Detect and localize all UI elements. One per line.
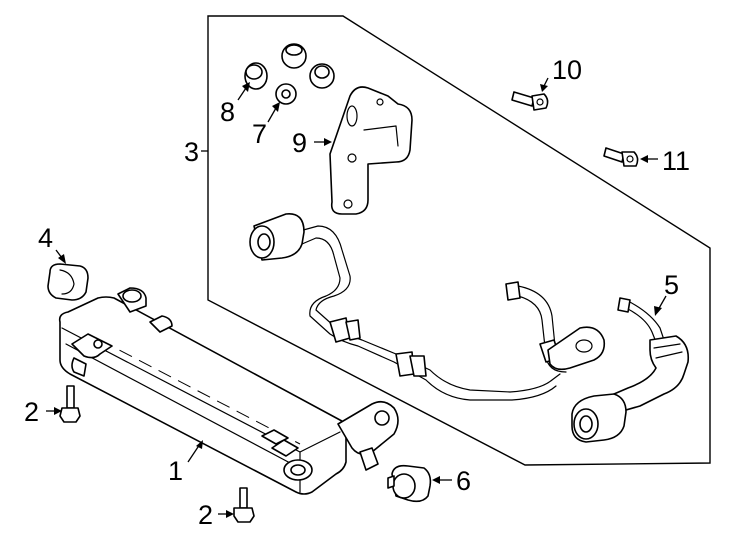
leader-10 — [543, 77, 549, 87]
arrow-10 — [540, 84, 548, 92]
bolt-10 — [511, 91, 549, 111]
clip — [47, 263, 89, 301]
callout-5: 5 — [664, 270, 679, 300]
callout-2b: 2 — [198, 500, 213, 530]
arrow-6 — [432, 476, 440, 484]
callout-1: 1 — [168, 456, 183, 486]
callout-3: 3 — [184, 137, 199, 167]
callout-10: 10 — [552, 55, 582, 85]
arrow-8 — [242, 82, 250, 92]
arrow-2b — [226, 510, 234, 518]
callout-8: 8 — [220, 97, 235, 127]
bolt-11 — [603, 147, 639, 167]
arrow-11 — [640, 155, 648, 163]
leader-8 — [237, 87, 247, 101]
arrow-7 — [272, 102, 280, 112]
bracket — [329, 86, 413, 215]
washer-7 — [275, 83, 297, 105]
arrow-9 — [324, 138, 332, 146]
callout-11: 11 — [662, 146, 690, 176]
callout-9: 9 — [292, 128, 307, 158]
callout-4: 4 — [38, 223, 53, 253]
arrow-5 — [654, 306, 662, 316]
callout-2a: 2 — [24, 397, 39, 427]
bolt-upper — [59, 385, 81, 423]
grommet-8 — [244, 62, 268, 90]
arrow-1 — [196, 440, 203, 449]
arrow-4 — [58, 254, 66, 264]
grommet-right — [309, 63, 335, 89]
leader-7 — [267, 107, 277, 123]
assembly-boundary — [207, 15, 711, 466]
cooler-tube-assembly — [249, 213, 606, 401]
connector — [387, 464, 432, 503]
callout-7: 7 — [252, 119, 267, 149]
bolt-lower — [233, 487, 255, 523]
oil-cooler — [58, 287, 399, 495]
arrow-2a — [54, 407, 62, 415]
callout-6: 6 — [456, 466, 471, 496]
grommet-top — [281, 43, 307, 69]
oil-hose — [571, 297, 690, 443]
